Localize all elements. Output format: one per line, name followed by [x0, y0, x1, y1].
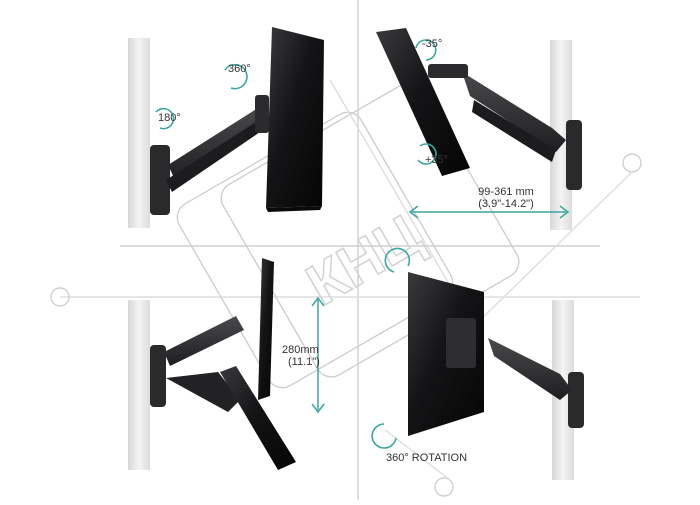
wall-plate [566, 120, 582, 190]
extension-in: (3.9"-14.2") [478, 198, 534, 210]
vesa-joint [255, 95, 269, 133]
extension-mm: 99-361 mm [478, 186, 534, 198]
upper-arm [164, 316, 244, 366]
lower-arm [166, 372, 240, 412]
panel-swivel [128, 27, 324, 228]
height-in: (11.1") [288, 356, 320, 368]
wall-plate [150, 345, 166, 407]
tilt-up-label: -35° [422, 38, 443, 50]
rotate-top-arrow-icon [384, 247, 411, 273]
wall-plate [568, 372, 584, 428]
height-mm: 280mm [282, 344, 319, 356]
arm [488, 338, 572, 400]
wall-left [128, 38, 150, 228]
vesa-plate [446, 318, 476, 368]
tilt-up-arrow-icon [415, 39, 437, 61]
swivel-label: 360° [228, 63, 251, 75]
panel-rotation [371, 247, 584, 480]
tilt-down-arrow-icon [417, 143, 437, 165]
wall-plate [150, 145, 170, 215]
rotation-caption: 360° ROTATION [386, 452, 468, 464]
swivel-arrow-icon [224, 63, 248, 90]
panel-tilt [376, 28, 582, 230]
height-label: 280mm (11.1") [282, 344, 320, 368]
monitor [376, 28, 470, 176]
extension-label: 99-361 mm (3.9"-14.2") [446, 186, 566, 210]
panel-height [128, 258, 325, 470]
rotate-bottom-arrow-icon [371, 423, 397, 449]
vesa-joint [428, 64, 468, 78]
tilt-down-label: +35° [425, 154, 449, 166]
tilt-label: 180° [158, 112, 181, 124]
wall-left [128, 300, 150, 470]
upper-arm [462, 72, 566, 152]
monitor-raised [258, 258, 274, 400]
tilt-arrow-icon [155, 107, 175, 130]
monitor [266, 27, 324, 208]
monitor-lowered [220, 366, 296, 470]
